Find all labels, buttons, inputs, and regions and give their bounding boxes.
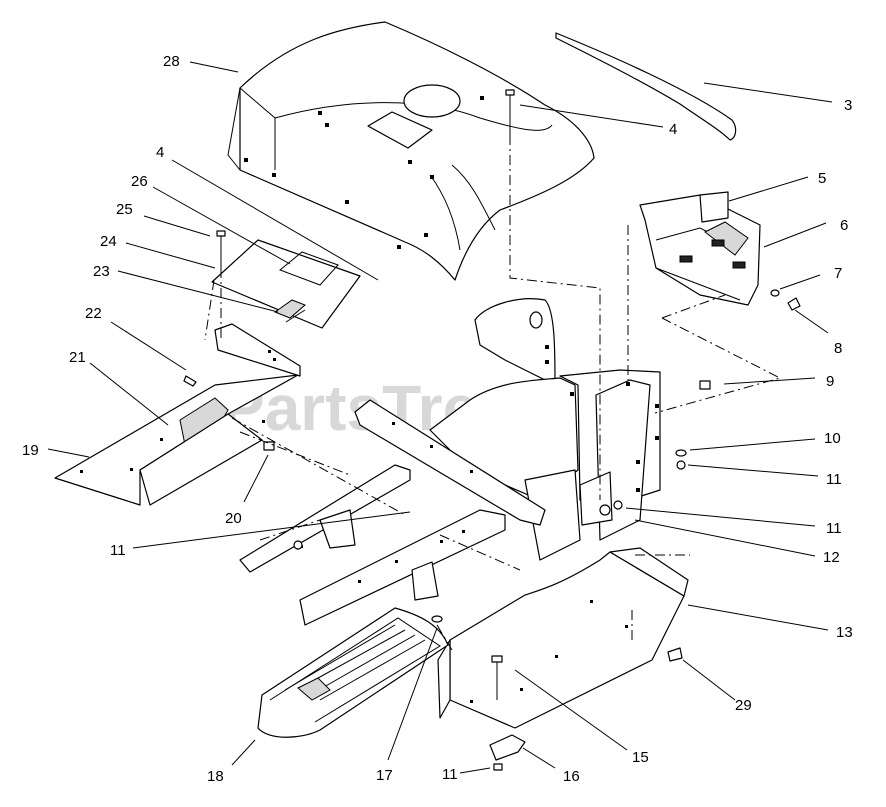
leader-lines xyxy=(47,61,833,774)
hood-part-28 xyxy=(227,21,595,281)
screw-part-29 xyxy=(667,647,683,662)
nut-part-9 xyxy=(699,380,711,390)
callout-23: 23 xyxy=(93,263,110,280)
bolt-part-4 xyxy=(505,89,515,135)
assembly-lines xyxy=(204,135,782,651)
callout-17: 17 xyxy=(376,767,393,784)
callout-10: 10 xyxy=(824,430,841,447)
control-panel-part-6 xyxy=(639,191,761,306)
bracket-part-16 xyxy=(489,734,526,761)
callout-5: 5 xyxy=(818,170,826,187)
callout-12: 12 xyxy=(823,549,840,566)
callout-26: 26 xyxy=(131,173,148,190)
callout-11-right-upper: 11 xyxy=(826,471,842,488)
callout-4-hood: 4 xyxy=(669,121,677,138)
bolt-part-15 xyxy=(491,655,503,700)
callout-22: 22 xyxy=(85,305,102,322)
callout-21: 21 xyxy=(69,349,86,366)
floor-pan-part-13 xyxy=(437,547,689,729)
nut-part-20 xyxy=(263,441,275,451)
callout-11-bottom: 11 xyxy=(442,766,458,783)
washer-part-7 xyxy=(770,289,780,297)
callout-4-left: 4 xyxy=(156,144,164,161)
panel-part-24 xyxy=(211,239,361,329)
callout-18: 18 xyxy=(207,768,224,785)
frame-rails xyxy=(239,399,546,626)
callout-24: 24 xyxy=(100,233,117,250)
callout-28: 28 xyxy=(163,53,180,70)
callout-25: 25 xyxy=(116,201,133,218)
callout-3: 3 xyxy=(844,97,852,114)
side-panel-part-19 xyxy=(54,323,301,506)
foot-mat-part-18 xyxy=(257,607,449,738)
bolt-part-22 xyxy=(183,375,197,387)
callout-13: 13 xyxy=(836,624,853,641)
callout-8: 8 xyxy=(834,340,842,357)
callout-11-right-lower: 11 xyxy=(826,520,842,537)
callout-20: 20 xyxy=(225,510,242,527)
bolt-part-25 xyxy=(216,230,226,268)
washer-part-10 xyxy=(675,449,687,457)
callout-19: 19 xyxy=(22,442,39,459)
screw-part-8 xyxy=(787,297,801,311)
trim-strip-part-3 xyxy=(555,32,737,141)
callout-29: 29 xyxy=(735,697,752,714)
nut-part-11 xyxy=(676,460,686,470)
callout-15: 15 xyxy=(632,749,649,766)
callout-11-left: 11 xyxy=(110,542,126,559)
bolt-part-17 xyxy=(431,615,443,623)
callout-16: 16 xyxy=(563,768,580,785)
callout-6: 6 xyxy=(840,217,848,234)
seat-support-frame xyxy=(429,298,661,561)
callout-7: 7 xyxy=(834,265,842,282)
nut-part-11-bottom xyxy=(493,763,503,771)
callout-labels: 28 3 4 4 26 25 24 23 22 21 19 20 5 6 7 8… xyxy=(22,53,853,785)
callout-9: 9 xyxy=(826,373,834,390)
